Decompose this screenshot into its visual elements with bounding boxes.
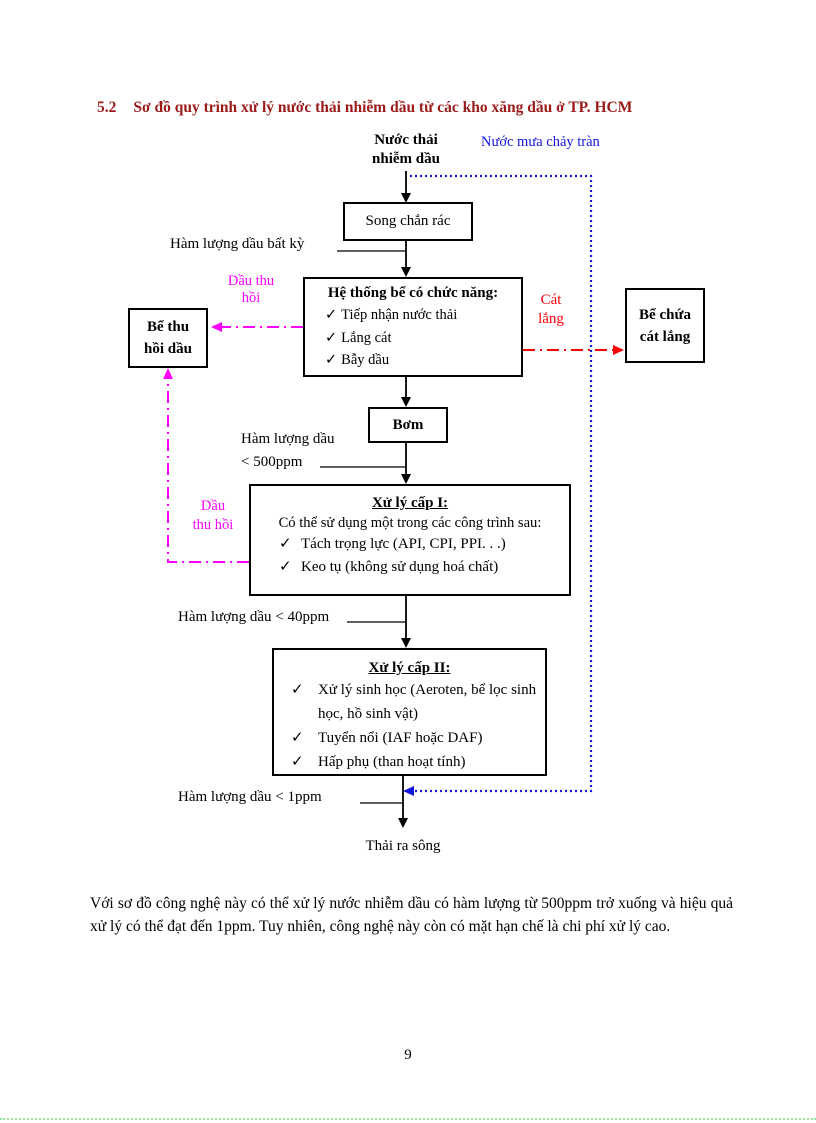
body-paragraph: Với sơ đồ công nghệ này có thể xử lý nướ…: [90, 894, 733, 936]
stage2-treatment-box: Xử lý cấp II: ✓Xử lý sinh học (Aeroten, …: [272, 648, 547, 776]
stage2-title: Xử lý cấp II:: [368, 660, 451, 676]
list-item: ✓Keo tụ (không sử dụng hoá chất): [251, 556, 569, 579]
list-item: ✓Xử lý sinh học (Aeroten, bể lọc sinh họ…: [274, 678, 545, 726]
page-number: 9: [404, 1047, 412, 1063]
page-bottom-dotted-rule: [0, 1118, 816, 1120]
oil-content-1ppm-label: Hàm lượng dầu < 1ppm: [178, 789, 322, 805]
oil-recovery-tank-box: Bể thu hồi dầu: [128, 308, 208, 368]
sand-storage-tank-box: Bể chứa cát lắng: [625, 288, 705, 363]
oil-content-any-label: Hàm lượng dầu bất kỳ: [170, 236, 305, 252]
check-icon: ✓: [279, 559, 292, 575]
section-title: Sơ đồ quy trình xử lý nước thải nhiễm dầ…: [133, 99, 633, 116]
tank-system-box: Hệ thống bể có chức năng: ✓Tiếp nhận nướ…: [303, 277, 523, 377]
list-item: ✓Lắng cát: [325, 329, 392, 346]
stage1-intro: Có thể sử dụng một trong các công trình …: [278, 515, 542, 531]
pump-box: Bơm: [368, 407, 448, 443]
pump-label: Bơm: [392, 416, 424, 433]
section-number: 5.2: [97, 99, 117, 116]
stage1-title: Xử lý cấp I:: [371, 495, 449, 511]
check-icon: ✓: [291, 682, 304, 698]
list-item: ✓Tiếp nhận nước thải: [325, 307, 458, 323]
check-icon: ✓: [325, 307, 338, 323]
check-icon: ✓: [325, 352, 338, 368]
list-item: ✓Hấp phụ (than hoạt tính): [274, 750, 545, 774]
tank-system-items: ✓Tiếp nhận nước thải ✓Lắng cát ✓Bẫy dầu: [311, 304, 515, 372]
influent-label: Nước thải nhiễm dầu: [372, 132, 440, 167]
arrow-down-icon: [401, 638, 411, 648]
arrow-left-icon: [211, 322, 222, 332]
arrow-down-icon: [398, 818, 408, 828]
oil-content-40ppm-label: Hàm lượng dầu < 40ppm: [178, 609, 330, 625]
stormwater-label: Nước mưa chảy tràn: [481, 134, 600, 150]
stage1-treatment-box: Xử lý cấp I: Có thể sử dụng một trong cá…: [249, 484, 571, 596]
arrow-right-icon: [613, 345, 624, 355]
tank-system-title: Hệ thống bể có chức năng:: [327, 285, 499, 301]
check-icon: ✓: [291, 730, 304, 746]
check-icon: ✓: [291, 754, 304, 770]
outfall-label: Thải ra sông: [365, 838, 441, 854]
arrow-down-icon: [401, 267, 411, 277]
check-icon: ✓: [279, 536, 292, 552]
bar-screen-label: Song chắn rác: [365, 213, 451, 229]
arrow-up-icon: [163, 368, 173, 379]
arrow-down-icon: [401, 474, 411, 484]
settled-sand-label: Cát lắng: [538, 292, 564, 327]
oil-recovery-label-left: Dầu thu hồi: [192, 498, 234, 533]
list-item: ✓Bẫy dầu: [325, 352, 390, 368]
list-item: ✓Tuyển nổi (IAF hoặc DAF): [274, 726, 545, 750]
arrow-left-icon: [403, 786, 414, 796]
arrow-down-icon: [401, 397, 411, 407]
section-heading: 5.2 Sơ đồ quy trình xử lý nước thải nhiễm…: [97, 99, 632, 117]
bar-screen-box: Song chắn rác: [343, 202, 473, 241]
oil-recovery-label-top: Dầu thu hồi: [227, 273, 275, 306]
oil-content-500ppm-label: Hàm lượng dầu < 500ppm: [241, 431, 335, 470]
list-item: ✓Tách trọng lực (API, CPI, PPI. . .): [251, 533, 569, 556]
check-icon: ✓: [325, 329, 338, 346]
